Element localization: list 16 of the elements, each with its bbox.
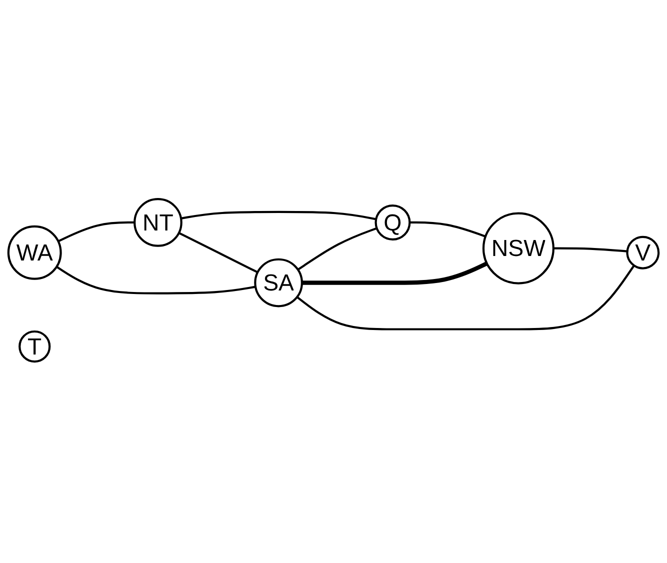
connector-line	[297, 227, 378, 271]
connector-line	[58, 221, 135, 242]
state-circle: V	[626, 236, 660, 270]
connector-line	[553, 247, 628, 252]
state-circle: WA	[7, 225, 62, 280]
connector-line	[178, 232, 258, 274]
state-circle: T	[18, 330, 51, 363]
connector-line	[56, 266, 256, 294]
state-circle: NSW	[482, 212, 554, 284]
connector-line	[410, 221, 486, 238]
state-circle: NT	[134, 198, 182, 247]
connector-line	[302, 262, 488, 285]
state-circle: Q	[374, 204, 411, 240]
state-circle: SA	[254, 258, 303, 308]
connector-line	[180, 210, 376, 220]
connector-line	[296, 264, 635, 330]
